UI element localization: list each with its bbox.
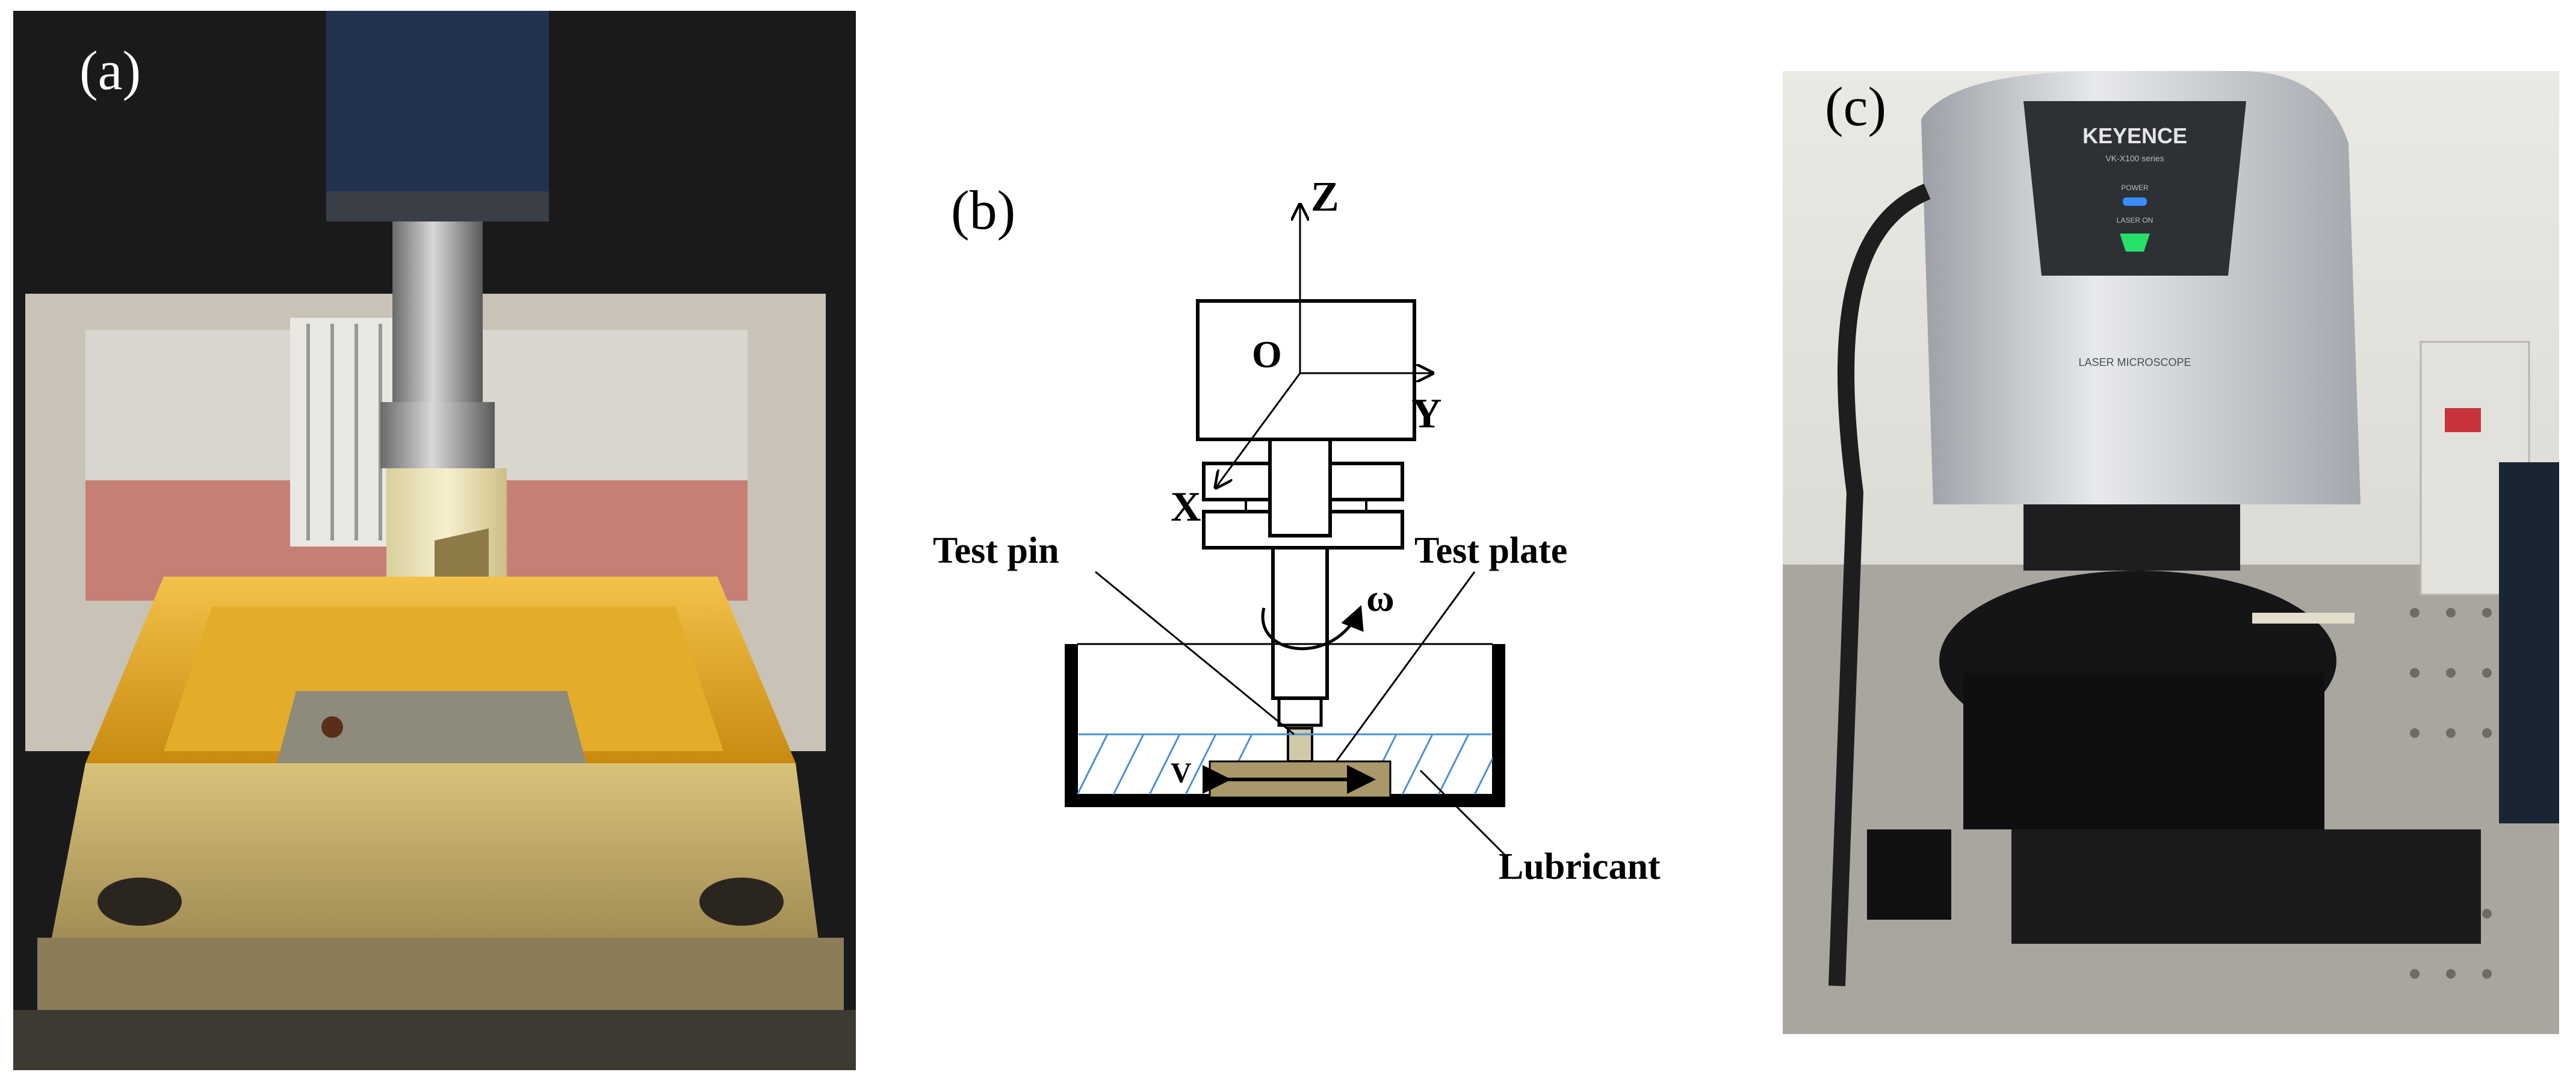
lubricant-leader: [1419, 769, 1506, 856]
panel-b-schematic: (b) Z Y X O ω: [903, 163, 1733, 945]
plate-screw: [321, 716, 343, 738]
controller-display: [2445, 408, 2481, 432]
base-front: [37, 938, 844, 1010]
right-knob: [699, 878, 784, 926]
lubricant-label: Lubricant: [1499, 846, 1661, 887]
panel-a-photo: (a): [13, 11, 856, 1070]
test-pin-leader: [1095, 571, 1295, 736]
panel-c-label: (c): [1825, 76, 1886, 137]
laser-on-text: LASER ON: [2117, 216, 2153, 225]
stage-motor: [1867, 829, 1951, 920]
panel-c-photo: KEYENCE VK-X100 series POWER LASER ON LA…: [1783, 71, 2559, 1034]
test-plate-label: Test plate: [1414, 530, 1567, 571]
housing-flange: [326, 191, 549, 221]
upper-shaft: [1268, 438, 1332, 537]
model-text: VK-X100 series: [2105, 153, 2164, 163]
spindle-shaft: [392, 221, 483, 420]
power-text: POWER: [2121, 184, 2149, 192]
xy-stage: [1963, 673, 2324, 829]
objective-housing: [2023, 504, 2240, 571]
test-plate: [272, 691, 591, 781]
test-plate-leader: [1335, 571, 1476, 762]
tray-base: [49, 763, 820, 950]
z-axis-label: Z: [1311, 174, 1339, 220]
pin-on-plate-schematic: (b) Z Y X O ω: [933, 174, 1661, 887]
tribometer-photo-illustration: (a): [13, 11, 856, 1070]
collet-nut: [380, 402, 495, 468]
laser-on-indicator: [2120, 234, 2150, 252]
x-axis-arrow: [1216, 373, 1301, 488]
microscope-head: [1921, 71, 2361, 504]
test-pin-label: Test pin: [933, 530, 1059, 571]
lubricant-bath: [1065, 644, 1505, 807]
spindle-head-block: [1196, 299, 1416, 441]
nameplate-text: LASER MICROSCOPE: [2078, 356, 2191, 368]
origin-label: O: [1252, 333, 1282, 376]
spindle-housing: [326, 11, 549, 209]
cable-bundle: [1828, 184, 1931, 987]
control-panel: [2023, 101, 2246, 276]
omega-label: ω: [1366, 577, 1395, 619]
brand-logo-text: KEYENCE: [2082, 123, 2187, 148]
rotation-arrow: [1261, 605, 1364, 651]
y-axis-label: Y: [1411, 391, 1442, 437]
bench: [13, 1010, 856, 1070]
velocity-label: V: [1171, 757, 1192, 789]
pin-holder: [1277, 696, 1323, 727]
sample-holder-arm: [2252, 613, 2355, 624]
lower-shaft: [1271, 546, 1329, 700]
panel-b-label: (b): [951, 179, 1015, 241]
left-knob: [98, 878, 182, 926]
x-axis-label: X: [1171, 484, 1201, 530]
laser-microscope-photo-illustration: KEYENCE VK-X100 series POWER LASER ON LA…: [1783, 71, 2559, 1034]
translation-stage: [2011, 829, 2481, 944]
panel-a-label: (a): [79, 40, 141, 101]
power-indicator: [2123, 197, 2147, 206]
monitor: [2499, 462, 2559, 823]
